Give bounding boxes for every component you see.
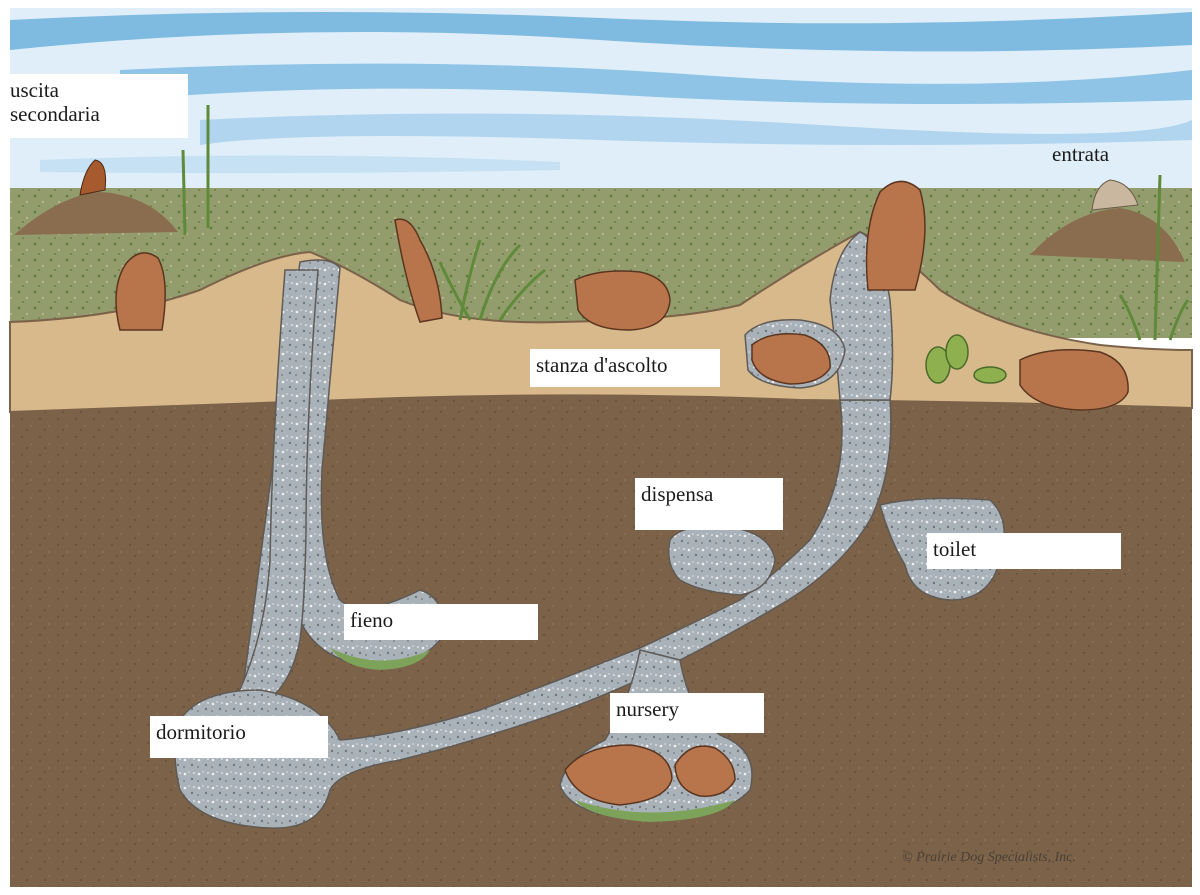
copyright-credit: © Prairie Dog Specialists, Inc. — [902, 850, 1076, 865]
cactus — [925, 334, 1007, 384]
prairie-dogs — [115, 180, 1129, 806]
prairie-dog-pups — [674, 745, 736, 797]
nursery-bedding — [575, 800, 735, 822]
label-entrance: entrata — [1052, 142, 1110, 166]
label-toilet: toilet — [927, 533, 1121, 569]
prairie-dog-standing — [394, 218, 443, 323]
mound-right — [1030, 208, 1185, 262]
prairie-dog-eating — [1019, 349, 1129, 411]
hay-bedding — [330, 648, 430, 670]
prairie-dog-lookout — [865, 180, 926, 291]
label-pantry: dispensa — [635, 478, 783, 530]
label-secondary-exit: uscita secondaria — [4, 74, 188, 138]
prairie-dog-listening — [751, 333, 831, 385]
mound-left — [14, 192, 178, 235]
clouds — [10, 11, 1192, 174]
label-nursery: nursery — [610, 693, 764, 733]
label-hay: fieno — [344, 604, 538, 640]
tunnel-system — [174, 231, 1005, 829]
prairie-dog-center — [574, 270, 671, 331]
label-dormitory: dormitorio — [150, 716, 328, 758]
rabbit — [1091, 179, 1139, 211]
prairie-dog-left — [115, 252, 166, 331]
owl — [79, 159, 106, 196]
plants — [181, 105, 1190, 341]
prairie-dog-mother — [564, 744, 673, 806]
label-listening-room: stanza d'ascolto — [530, 349, 720, 387]
